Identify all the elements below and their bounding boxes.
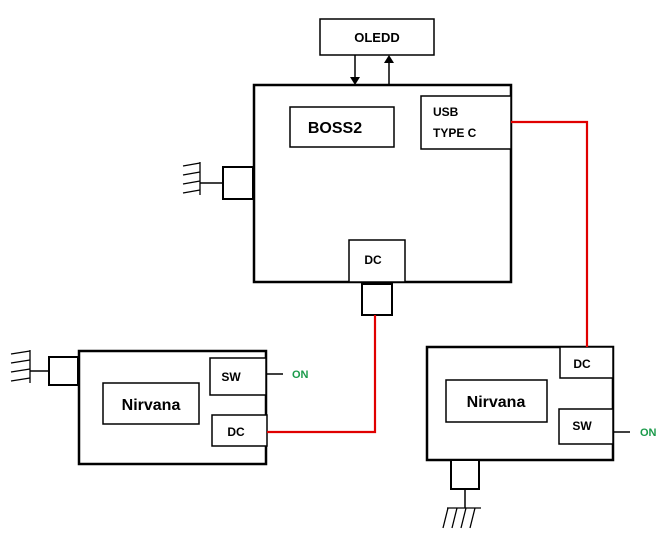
nirvana-right-label: Nirvana <box>467 394 526 411</box>
boss2-board: BOSS2 USB TYPE C DC <box>182 83 513 316</box>
nirvana-left-dc-label: DC <box>227 425 245 439</box>
boss2-left-connector <box>222 166 254 200</box>
nirvana-right-on-label: ON <box>640 427 657 439</box>
wire-boss2-dc-to-nirvana-left-dc <box>267 315 377 434</box>
boss2-label-box <box>289 106 395 148</box>
nirvana-left-sw <box>209 357 267 396</box>
nirvana-right-ground-icon <box>442 507 481 529</box>
wire-usb-to-nirvana-right-dc <box>511 120 589 347</box>
nirvana-left-sw-label: SW <box>221 370 241 384</box>
nirvana-right-sw-label: SW <box>572 419 592 433</box>
boss2-dc-port <box>348 239 406 283</box>
nirvana-right-label-box <box>445 379 548 423</box>
oled-module: OLEDD <box>319 18 435 56</box>
boss2-ground-icon <box>182 162 201 195</box>
nirvana-right: Nirvana DC SW ON <box>425 345 657 529</box>
nirvana-left-on-label: ON <box>292 369 309 381</box>
nirvana-left-label: Nirvana <box>122 397 181 414</box>
usb-label-line1: USB <box>433 105 459 119</box>
usb-label-line2: TYPE C <box>433 126 477 140</box>
nirvana-left-ground-icon <box>10 350 31 383</box>
boss2-label: BOSS2 <box>308 120 362 137</box>
nirvana-left-dc <box>211 414 268 447</box>
arrow-up-head <box>384 55 394 63</box>
boss2-dc-plug <box>361 283 393 316</box>
nirvana-left-connector <box>48 356 79 386</box>
nirvana-right-connector <box>450 459 480 490</box>
usb-type-c-port <box>420 95 512 150</box>
nirvana-left-label-box <box>102 382 200 425</box>
oled-boss2-link <box>350 55 394 85</box>
nirvana-right-dc <box>559 346 614 379</box>
power-wires <box>267 120 589 434</box>
oled-box <box>319 18 435 56</box>
nirvana-right-sw <box>558 408 614 445</box>
oled-label: OLEDD <box>354 30 400 45</box>
boss2-dc-label: DC <box>364 253 382 267</box>
nirvana-left: Nirvana SW ON DC <box>10 349 309 466</box>
nirvana-right-dc-label: DC <box>573 357 591 371</box>
arrow-down-head <box>350 77 360 85</box>
